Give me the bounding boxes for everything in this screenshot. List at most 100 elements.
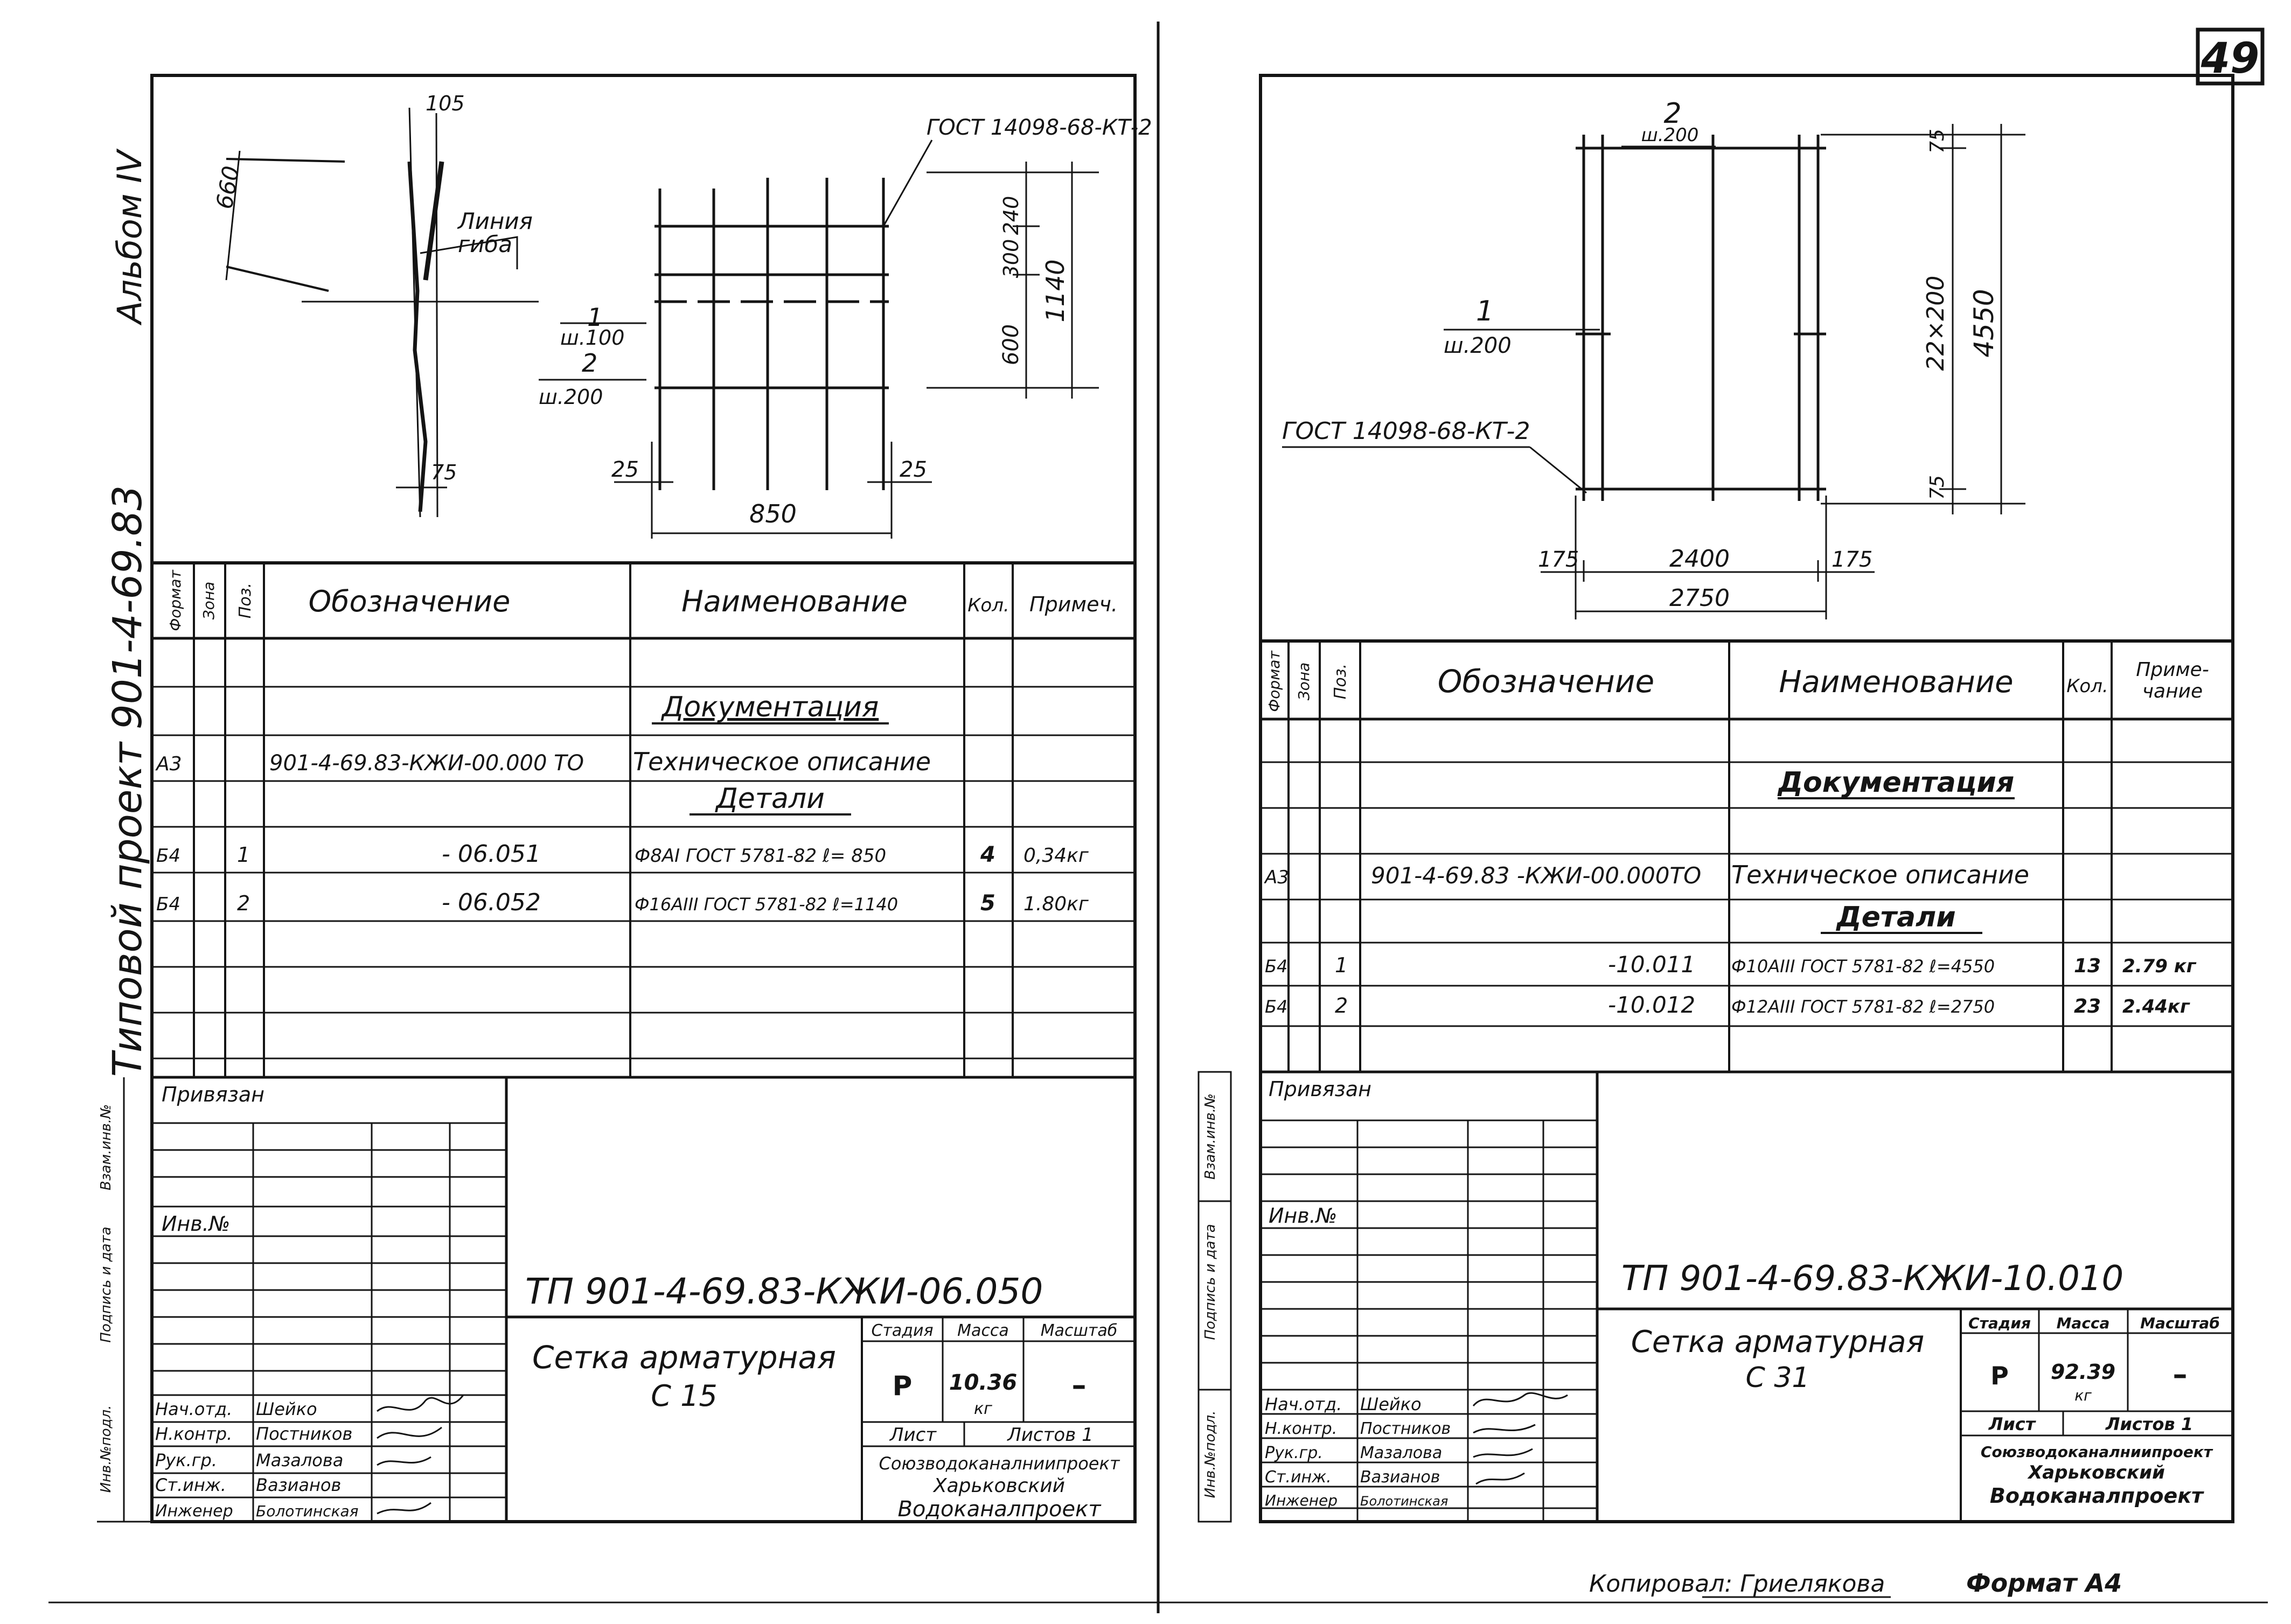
col-name-header: Наименование [681,584,908,618]
right-rebar-drawing: 2 ш.200 1 ш.200 ГОСТ 14098-68-КТ-2 75 22… [1282,97,2025,619]
staff-name: Шейко [1360,1394,1422,1414]
bend-line-label-2: гиба [458,231,512,257]
right-side-inv: Инв.№подл. [1202,1411,1218,1498]
svg-text:Б4: Б4 [156,894,180,915]
staff-name: Вазианов [256,1475,341,1495]
right-sheet-label: Лист [1988,1414,2037,1434]
svg-text:2: 2 [237,891,250,915]
left-scale-value: – [1072,1368,1087,1402]
signature-mark [1472,1392,1568,1406]
svg-text:901-4-69.83 -КЖИ-00.000ТО: 901-4-69.83 -КЖИ-00.000ТО [1371,862,1701,889]
staff-role: Инженер [1265,1491,1338,1509]
col-qty-header: Кол. [967,595,1009,616]
svg-text:- 06.052: - 06.052 [442,889,541,916]
right-mass-label: Масса [2057,1314,2110,1332]
col-note-header-1: Приме- [2136,659,2209,681]
staff-role: Н.контр. [1265,1419,1337,1438]
staff-role: Рук.гр. [155,1450,217,1470]
left-callout-pos1: 1 [587,303,603,332]
left-album-label: Альбом IV [110,148,149,326]
svg-text:4: 4 [980,842,995,867]
staff-role: Н.контр. [155,1424,232,1444]
staff-role: Ст.инж. [1265,1468,1332,1487]
left-title-line1: Сетка арматурная [532,1339,836,1376]
signature-mark [1475,1472,1525,1485]
dim-4550: 4550 [1968,289,2000,357]
right-frame [1259,74,2234,1523]
col-pos-header: Поз. [236,583,255,618]
signature-mark [377,1426,442,1439]
left-side-sign: Подпись и дата [98,1226,114,1342]
dim-175-right: 175 [1832,547,1872,572]
right-org-line1: Союзводоканалниипроект [1981,1443,2213,1461]
left-scale-label: Масштаб [1041,1321,1118,1340]
page-number-box [2196,27,2265,86]
svg-text:1: 1 [1335,953,1348,977]
staff-name: Вазианов [1360,1468,1440,1487]
right-sheets-label: Листов 1 [2105,1414,2193,1434]
signature-mark [377,1395,464,1412]
left-rebar-drawing: 105 660 75 Линия гиба ГОСТ 14098-68-КТ-2… [211,92,1152,539]
table-row: Б4 2 -10.012 Ф12АIII ГОСТ 5781-82 ℓ=2750… [1265,992,2190,1018]
right-side-sign: Подпись и дата [1202,1224,1218,1340]
staff-role: Нач.отд. [1265,1394,1342,1414]
col-designation-header: Обозначение [309,584,511,618]
svg-text:Техническое описание: Техническое описание [633,747,931,776]
right-org-line2: Харьковский [2027,1462,2165,1483]
dim-25-right: 25 [900,457,927,482]
format-label: Формат А4 [1966,1569,2122,1598]
left-callout-pos2-step: ш.200 [539,385,603,409]
right-callout-pos2-step: ш.200 [1641,124,1699,146]
col-format-header: Формат [166,570,184,631]
svg-text:2.44кг: 2.44кг [2122,996,2190,1017]
right-scale-value: – [2173,1357,2188,1391]
right-side-vzam: Взам.инв.№ [1202,1093,1218,1180]
signature-mark [377,1456,431,1466]
left-mass-label: Масса [957,1321,1009,1340]
right-section-details: Детали [1835,901,1955,933]
left-side-inv: Инв.№подл. [98,1405,114,1493]
left-frame [150,74,1137,1523]
right-mass-value: 92.39 [2051,1360,2115,1384]
staff-role: Рук.гр. [1265,1444,1323,1462]
svg-text:13: 13 [2074,955,2101,977]
left-mass-unit: кг [974,1399,992,1418]
dim-75: 75 [431,461,457,484]
left-org-line3: Водоканалпроект [897,1497,1102,1522]
svg-text:Ф12АIII ГОСТ 5781-82 ℓ=2750: Ф12АIII ГОСТ 5781-82 ℓ=2750 [1731,996,1995,1017]
table-row: Б4 2 - 06.052 Ф16АIII ГОСТ 5781-82 ℓ=114… [156,889,1089,916]
right-callout-pos2: 2 [1663,97,1681,130]
dim-240: 240 [999,196,1023,235]
right-staff-list: Нач.отд. Шейко Н.контр. Постников Рук.гр… [1265,1394,1451,1509]
dim-1140: 1140 [1041,259,1070,322]
svg-text:-10.011: -10.011 [1608,951,1695,978]
svg-text:-10.012: -10.012 [1608,992,1695,1018]
col-designation-header: Обозначение [1438,663,1654,700]
right-callout-pos1-step: ш.200 [1444,333,1512,358]
svg-text:- 06.051: - 06.051 [442,840,541,868]
right-sheet: 2 ш.200 1 ш.200 ГОСТ 14098-68-КТ-2 75 22… [1197,74,2234,1523]
left-stage-value: Р [893,1370,913,1402]
svg-text:А3: А3 [155,753,182,775]
staff-name: Шейко [256,1399,317,1419]
table-row: А3 901-4-69.83 -КЖИ-00.000ТО Техническое… [1264,860,2029,889]
svg-text:Ф16АIII ГОСТ 5781-82 ℓ=1140: Ф16АIII ГОСТ 5781-82 ℓ=1140 [635,894,898,915]
left-sheets-label: Листов 1 [1006,1424,1093,1446]
left-section-documentation: Документация [661,691,879,723]
signature-mark [1473,1424,1536,1434]
svg-text:901-4-69.83-КЖИ-00.000 ТО: 901-4-69.83-КЖИ-00.000 ТО [269,751,584,776]
dim-175-left: 175 [1538,547,1579,572]
right-drawing-code: ТП 901-4-69.83-КЖИ-10.010 [1621,1259,2123,1299]
copied-by-label: Копировал: Гриелякова [1589,1570,1885,1598]
left-sheet: Альбом IV Типовой проект 901-4-69.83 105… [97,74,1152,1523]
right-title-line2: С 31 [1745,1362,1809,1394]
table-row: Б4 1 - 06.051 Ф8АI ГОСТ 5781-82 ℓ= 850 4… [156,840,1089,868]
dim-660: 660 [211,164,245,211]
svg-text:А3: А3 [1264,867,1289,888]
svg-text:Б4: Б4 [1265,956,1287,977]
dim-75-bottom: 75 [1926,475,1948,500]
left-section-details: Детали [715,783,825,815]
staff-role: Инженер [155,1502,233,1521]
dim-2400: 2400 [1669,545,1730,573]
